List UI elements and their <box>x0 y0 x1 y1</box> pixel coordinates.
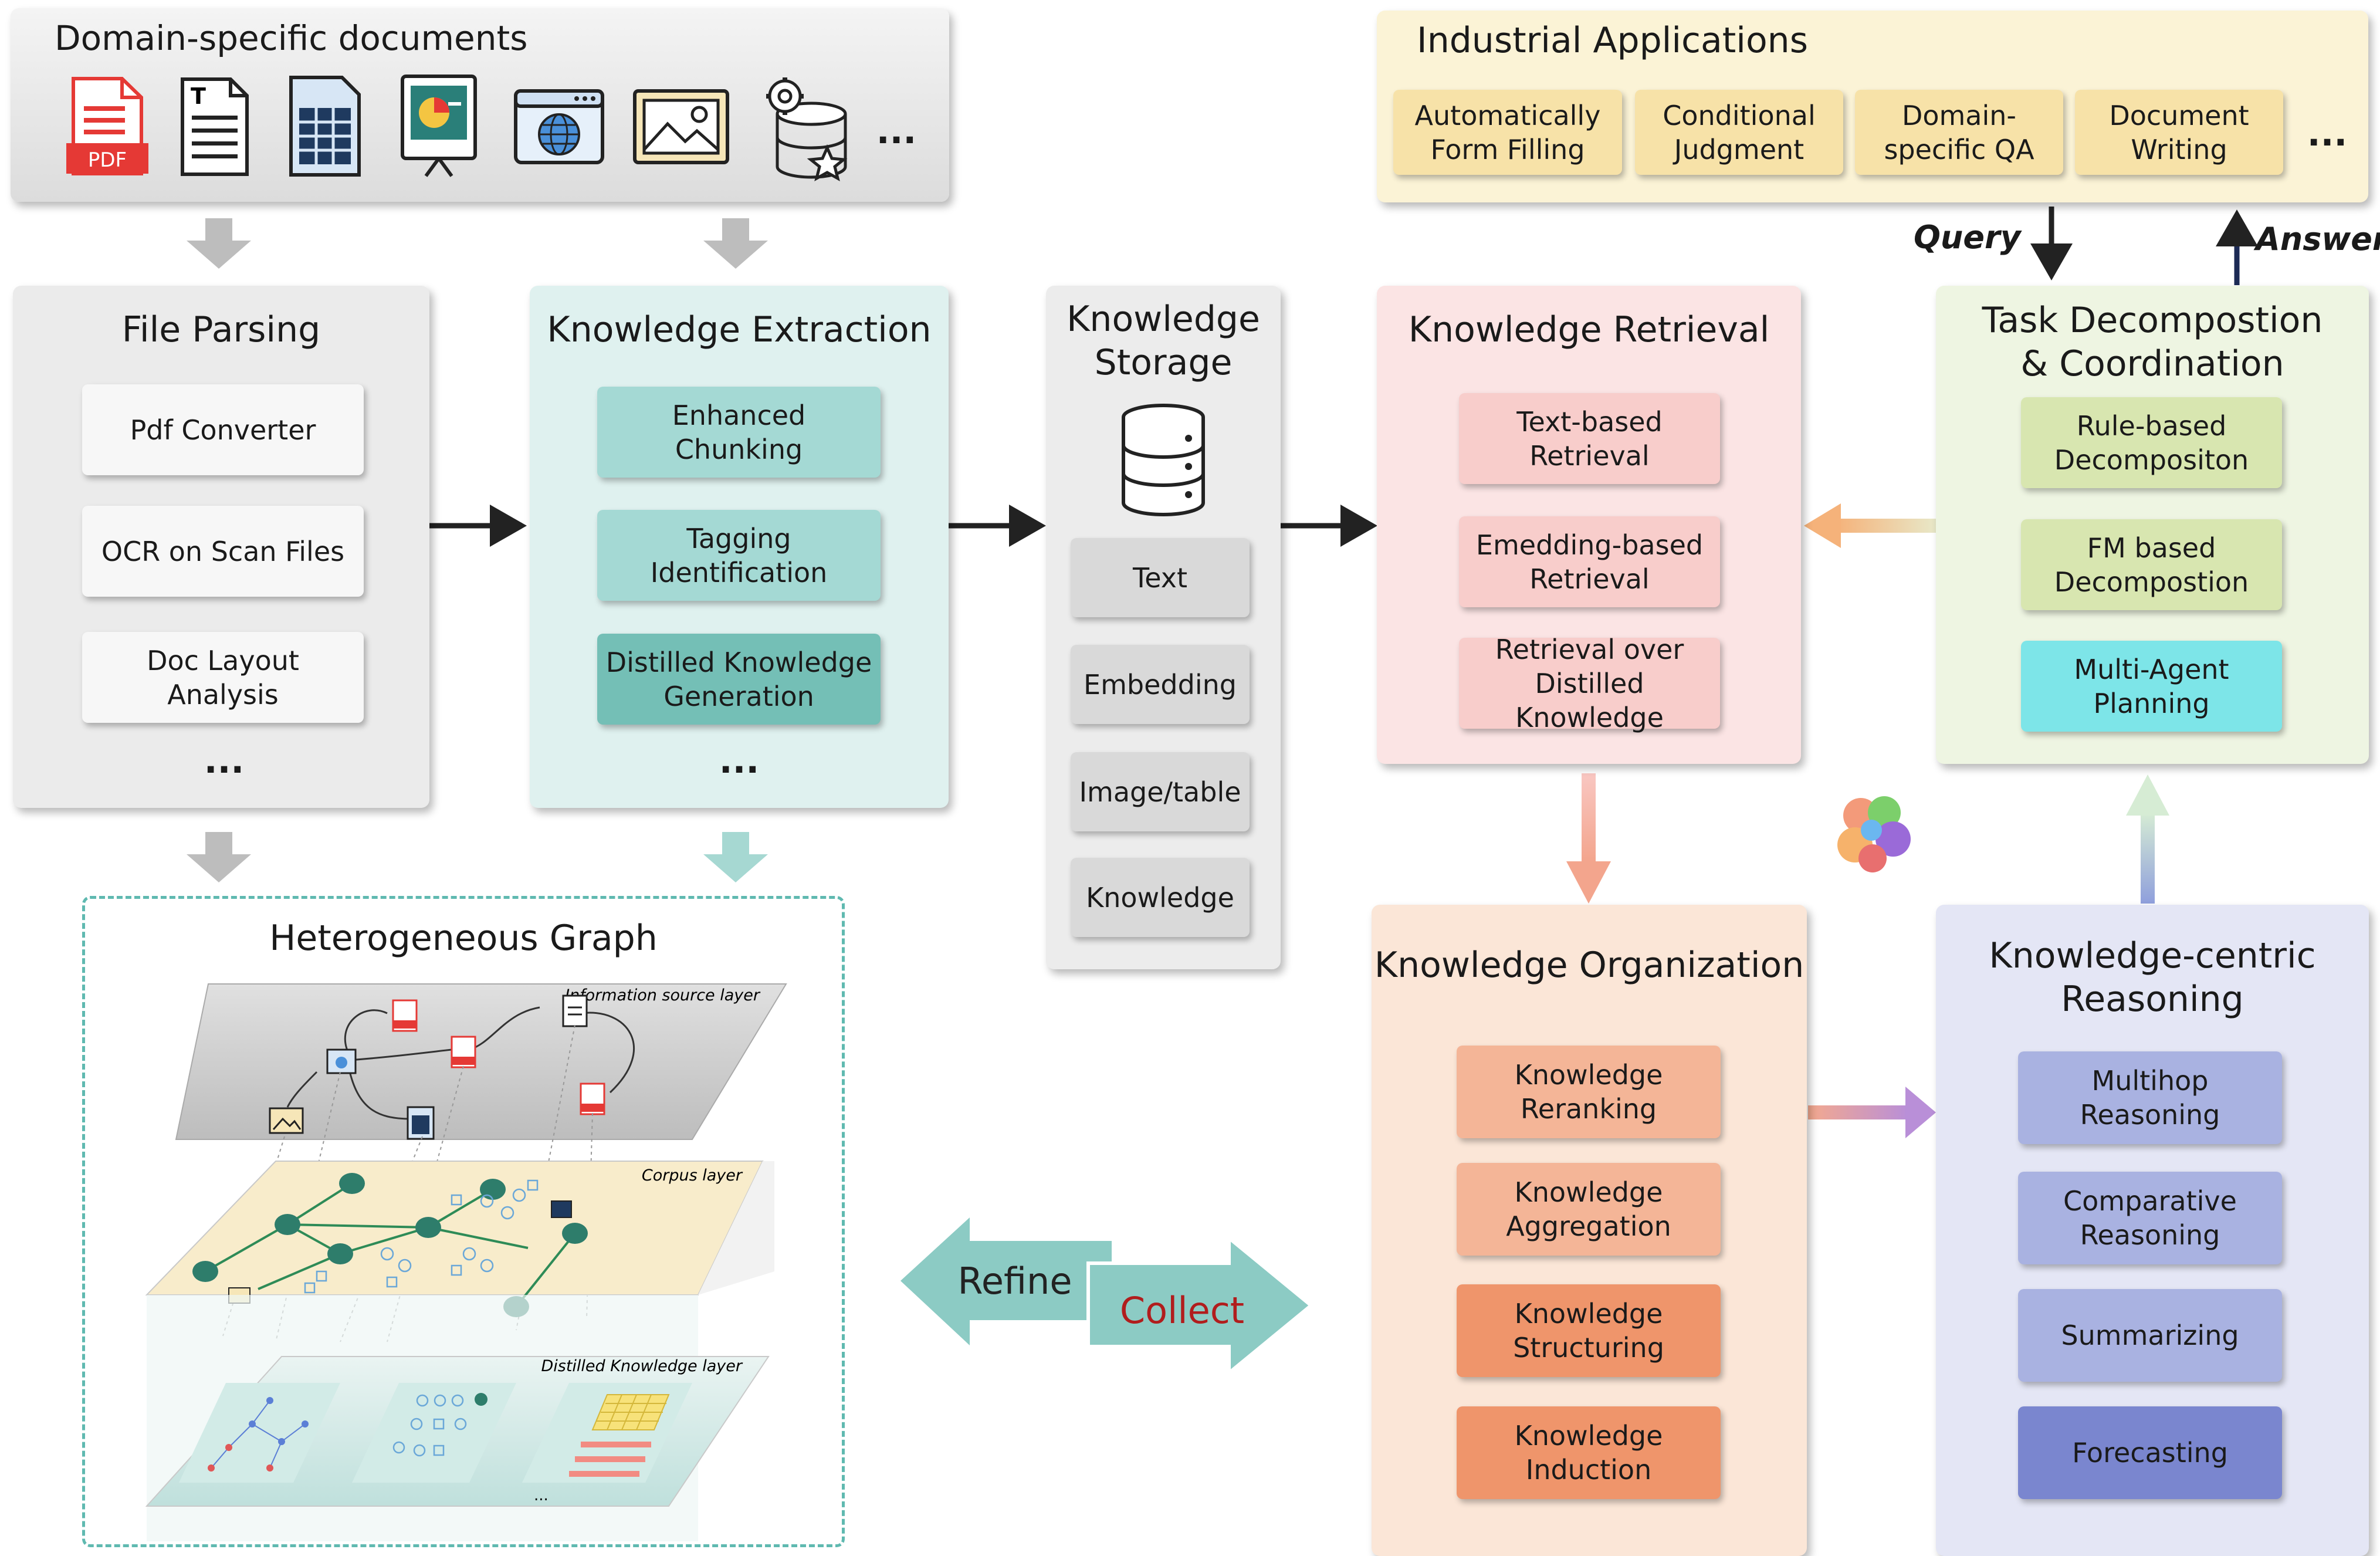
heterogeneous-graph-title: Heterogeneous Graph <box>269 918 658 959</box>
embedding-based-retrieval-box: Emedding-based Retrieval <box>1459 516 1720 607</box>
mini-sheet-icon <box>407 1106 435 1140</box>
industrial-applications-title: Industrial Applications <box>1417 20 1808 61</box>
svg-text:Information source layer: Information source layer <box>565 986 761 1004</box>
text-storage-box: Text <box>1071 538 1250 617</box>
task-decomposition-panel: Task Decompostion & Coordination Rule-ba… <box>1936 286 2369 764</box>
mini-text-icon <box>562 995 588 1027</box>
domain-specific-qa-box: Domain- specific QA <box>1855 90 2063 175</box>
mini-pdf-icon-3 <box>580 1083 605 1115</box>
pdf-converter-box: Pdf Converter <box>82 384 364 475</box>
collect-arrow <box>1086 1234 1314 1377</box>
mini-sheet-icon-corpus <box>551 1200 572 1218</box>
down-arrow-extraction-graph <box>703 832 768 882</box>
summarizing-box: Summarizing <box>2018 1289 2282 1382</box>
knowledge-extraction-more: ... <box>719 740 760 782</box>
rule-based-decomposition-box: Rule-based Decompositon <box>2021 397 2282 488</box>
svg-text:Collect: Collect <box>1120 1289 1244 1332</box>
retrieval-distilled-box: Retrieval over Distilled Knowledge <box>1459 634 1720 733</box>
comparative-reasoning-box: Comparative Reasoning <box>2018 1172 2282 1264</box>
information-source-layer <box>175 983 787 1140</box>
ocr-box: OCR on Scan Files <box>82 506 364 597</box>
presentation-icon <box>401 75 477 177</box>
documents-more: ... <box>876 111 917 152</box>
arrow-organization-to-reasoning <box>1808 1087 1936 1138</box>
arrow-retrieval-to-organization <box>1566 773 1611 904</box>
answer-label: Answer <box>2256 221 2380 258</box>
svg-text:Refine: Refine <box>958 1260 1072 1303</box>
knowledge-retrieval-title: Knowledge Retrieval <box>1408 309 1770 350</box>
tagging-identification-box: Tagging Identification <box>597 510 881 601</box>
file-parsing-title: File Parsing <box>121 309 321 350</box>
file-parsing-more: ... <box>204 740 245 782</box>
knowledge-storage-panel: Knowledge Storage Text Embedding Image/t… <box>1046 286 1281 969</box>
query-label: Query <box>1914 219 2021 256</box>
svg-text:PDF: PDF <box>88 148 127 172</box>
knowledge-reasoning-title: Knowledge-centric Reasoning <box>1989 935 2316 1020</box>
knowledge-organization-panel: Knowledge Organization Knowledge Reranki… <box>1372 905 1807 1556</box>
mini-web-icon <box>326 1048 357 1074</box>
refine-collect-arrows: Refine Collect <box>900 1217 1314 1377</box>
file-parsing-panel: File Parsing Pdf Converter OCR on Scan F… <box>13 286 429 808</box>
down-arrow-docs-parsing <box>187 218 251 269</box>
knowledge-reasoning-panel: Knowledge-centric Reasoning Multihop Rea… <box>1936 905 2369 1556</box>
image-icon <box>633 89 729 164</box>
heterogeneous-graph-illustration: Information source layer Corpus layer <box>145 983 787 1541</box>
documents-panel: Domain-specific documents PDF T <box>11 8 949 202</box>
knowledge-organization-title: Knowledge Organization <box>1374 945 1805 986</box>
knowledge-structuring-box: Knowledge Structuring <box>1457 1284 1721 1377</box>
arrow-task-to-retrieval <box>1804 503 1936 548</box>
fm-based-decomposition-box: FM based Decompostion <box>2021 519 2282 610</box>
knowledge-storage-box: Knowledge <box>1071 858 1250 937</box>
refine-arrow <box>900 1217 1112 1345</box>
svg-text:Distilled Knowledge layer: Distilled Knowledge layer <box>541 1357 743 1375</box>
knowledge-extraction-title: Knowledge Extraction <box>547 309 932 350</box>
database-settings-icon <box>766 77 848 181</box>
palette-icon <box>1837 796 1911 872</box>
mini-pdf-icon-2 <box>451 1036 476 1068</box>
documents-title: Domain-specific documents <box>55 18 528 58</box>
image-table-storage-box: Image/table <box>1071 752 1250 831</box>
database-icon <box>1122 404 1205 516</box>
knowledge-storage-title: Knowledge Storage <box>1067 299 1260 383</box>
knowledge-aggregation-box: Knowledge Aggregation <box>1457 1163 1721 1256</box>
mini-pdf-icon-1 <box>392 999 418 1032</box>
knowledge-retrieval-panel: Knowledge Retrieval Text-based Retrieval… <box>1377 286 1801 764</box>
industrial-applications-panel: Industrial Applications Automatically Fo… <box>1377 11 2368 202</box>
arrow-reasoning-to-task <box>2126 774 2169 904</box>
text-document-icon: T <box>181 77 249 176</box>
spreadsheet-icon <box>289 76 361 177</box>
enhanced-chunking-box: Enhanced Chunking <box>597 387 881 478</box>
document-writing-box: Document Writing <box>2075 90 2283 175</box>
svg-text:...: ... <box>534 1487 549 1504</box>
doc-layout-box: Doc Layout Analysis <box>82 632 364 723</box>
down-arrow-parsing-graph <box>187 832 251 882</box>
multihop-reasoning-box: Multihop Reasoning <box>2018 1051 2282 1144</box>
knowledge-induction-box: Knowledge Induction <box>1457 1406 1721 1499</box>
text-based-retrieval-box: Text-based Retrieval <box>1459 393 1720 484</box>
knowledge-extraction-panel: Knowledge Extraction Enhanced Chunking T… <box>530 286 949 808</box>
down-arrow-docs-extraction <box>703 218 768 269</box>
knowledge-reranking-box: Knowledge Reranking <box>1457 1046 1721 1138</box>
pdf-icon: PDF <box>66 77 148 175</box>
task-decomposition-title: Task Decompostion & Coordination <box>1982 300 2323 384</box>
conditional-judgment-box: Conditional Judgment <box>1635 90 1843 175</box>
mini-image-icon <box>269 1107 304 1134</box>
forecasting-box: Forecasting <box>2018 1406 2282 1499</box>
distilled-knowledge-generation-box: Distilled Knowledge Generation <box>597 634 881 725</box>
embedding-storage-box: Embedding <box>1071 645 1250 724</box>
form-filling-box: Automatically Form Filling <box>1393 90 1622 175</box>
web-page-icon <box>514 89 604 164</box>
industrial-applications-more: ... <box>2307 113 2348 154</box>
svg-text:Corpus layer: Corpus layer <box>642 1166 743 1185</box>
multi-agent-planning-box: Multi-Agent Planning <box>2021 641 2282 732</box>
svg-text:T: T <box>191 83 206 109</box>
